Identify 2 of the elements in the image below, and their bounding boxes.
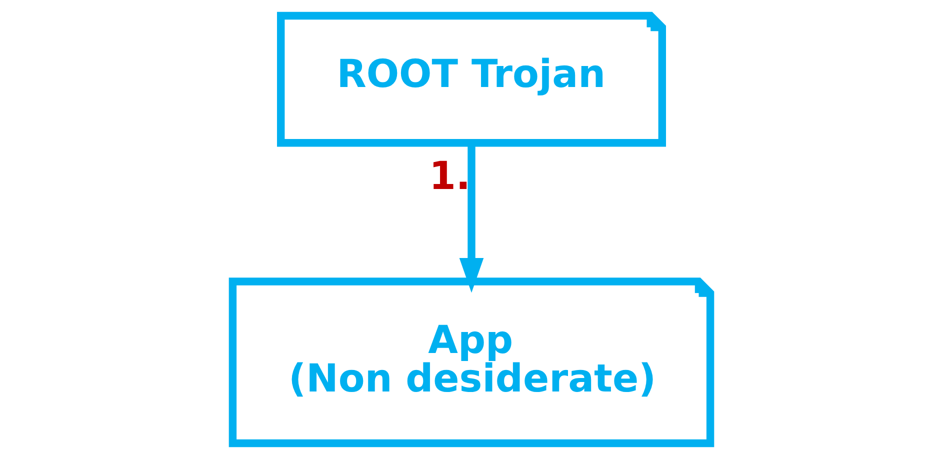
arrow: [458, 144, 484, 293]
edge-label: 1.: [428, 154, 470, 200]
